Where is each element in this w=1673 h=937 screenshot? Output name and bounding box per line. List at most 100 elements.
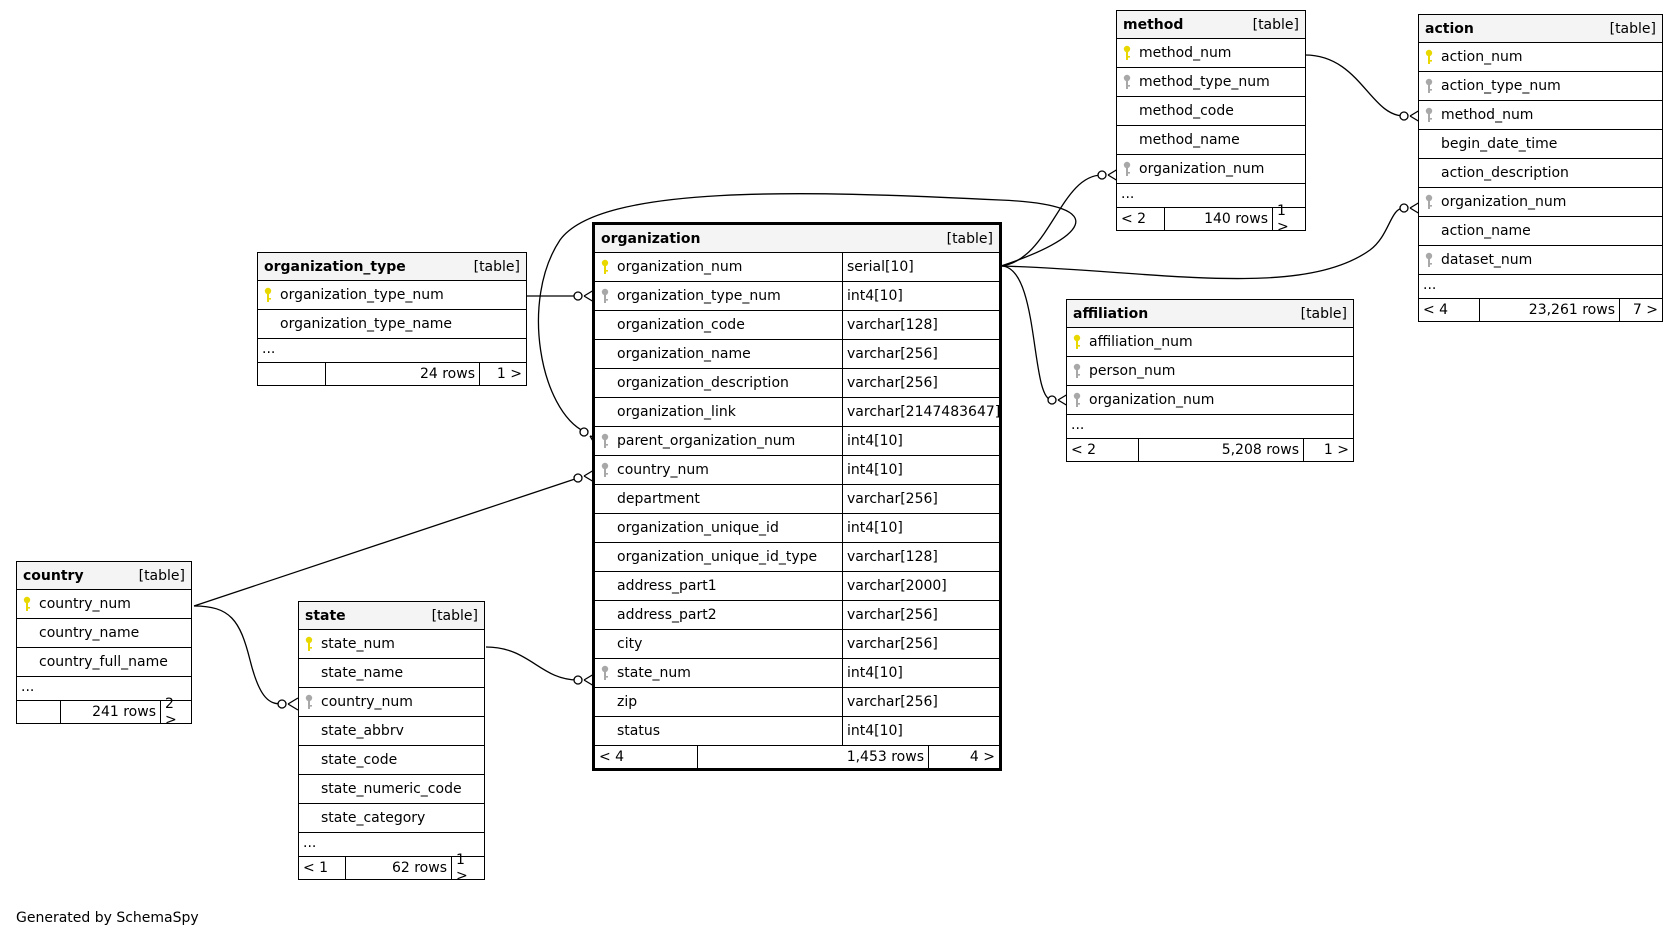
primary-key-icon	[1067, 334, 1087, 350]
column-name: country_num	[615, 456, 843, 484]
column-name: state_numeric_code	[321, 781, 462, 797]
column-row[interactable]: country_name	[17, 619, 191, 648]
column-row[interactable]: state_num	[299, 630, 484, 659]
parent-count-link[interactable]: < 2	[1117, 208, 1165, 230]
table-tag: [table]	[1300, 305, 1347, 322]
child-count-link[interactable]: 1 >	[496, 366, 522, 382]
parent-count-link[interactable]: < 1	[299, 857, 346, 879]
column-name: action_type_num	[1441, 78, 1561, 94]
table-header[interactable]: affiliation [table]	[1067, 300, 1353, 328]
table-name: affiliation	[1073, 305, 1149, 322]
table-header[interactable]: action[table]	[1419, 15, 1662, 43]
column-type: varchar[2000]	[847, 578, 947, 594]
child-count-link[interactable]: 1 >	[456, 852, 468, 884]
table-header[interactable]: method[table]	[1117, 11, 1305, 39]
parent-count-link[interactable]	[258, 363, 326, 385]
row-count: 62 rows	[346, 857, 452, 879]
column-row[interactable]: organization_num	[1419, 188, 1662, 217]
column-row[interactable]: action_name	[1419, 217, 1662, 246]
table-header[interactable]: country[table]	[17, 562, 191, 590]
column-name: organization_type_name	[280, 316, 453, 332]
column-name: organization_code	[615, 311, 843, 339]
column-name: zip	[615, 688, 843, 716]
column-row[interactable]: country_num	[17, 590, 191, 619]
parent-count-link[interactable]	[17, 701, 61, 723]
table-organization-type[interactable]: organization_type[table]organization_typ…	[257, 252, 527, 386]
table-affiliation[interactable]: affiliation [table] affiliation_num person_…	[1066, 299, 1354, 462]
column-row[interactable]: organization_type_num	[258, 281, 526, 310]
child-count-link[interactable]: 2 >	[165, 696, 177, 728]
parent-count-link[interactable]: < 4	[1419, 299, 1480, 321]
column-row[interactable]: state_abbrv	[299, 717, 484, 746]
column-row[interactable]: state_code	[299, 746, 484, 775]
column-row[interactable]: organization_type_name	[258, 310, 526, 339]
foreign-key-icon	[1117, 74, 1137, 90]
column-name: city	[615, 630, 843, 658]
column-row[interactable]: person_num	[1067, 357, 1353, 386]
foreign-key-icon	[1419, 78, 1439, 94]
column-name: action_name	[1441, 223, 1531, 239]
child-count-link[interactable]: 1 >	[1277, 203, 1289, 235]
column-row[interactable]: action_type_num	[1419, 72, 1662, 101]
column-name: state_name	[321, 665, 404, 681]
child-count-link[interactable]: 7 >	[1632, 302, 1658, 318]
column-row[interactable]: action_num	[1419, 43, 1662, 72]
table-name: state	[305, 607, 346, 624]
column-name: person_num	[1089, 363, 1176, 379]
column-row[interactable]: organization_num	[1067, 386, 1353, 415]
table-tag: [table]	[473, 258, 520, 275]
table-tag: [table]	[138, 567, 185, 584]
column-row[interactable]: country_num	[299, 688, 484, 717]
parent-count-link[interactable]: < 4	[595, 746, 698, 768]
parent-count-link[interactable]: < 2	[1067, 439, 1139, 461]
column-row[interactable]: state_name	[299, 659, 484, 688]
foreign-key-icon	[595, 462, 615, 478]
column-row[interactable]: country_full_name	[17, 648, 191, 677]
rel-org-parent	[537, 193, 1077, 433]
child-count-link[interactable]: 4 >	[969, 749, 995, 765]
column-name: organization_name	[615, 340, 843, 368]
column-row[interactable]: dataset_num	[1419, 246, 1662, 275]
foreign-key-icon	[595, 433, 615, 449]
column-row[interactable]: state_category	[299, 804, 484, 833]
column-row[interactable]: method_code	[1117, 97, 1305, 126]
column-type: int4[10]	[847, 665, 903, 681]
column-row[interactable]: organization_num	[1117, 155, 1305, 184]
column-row[interactable]: method_name	[1117, 126, 1305, 155]
column-row[interactable]: method_num	[1117, 39, 1305, 68]
column-row[interactable]: method_num	[1419, 101, 1662, 130]
table-state[interactable]: state[table]state_num state_name country_n…	[298, 601, 485, 884]
column-row[interactable]: method_type_num	[1117, 68, 1305, 97]
column-row[interactable]: affiliation_num	[1067, 328, 1353, 357]
table-header[interactable]: organization_type[table]	[258, 253, 526, 281]
column-row[interactable]: begin_date_time	[1419, 130, 1662, 159]
child-count-link[interactable]: 1 >	[1323, 442, 1349, 458]
column-row[interactable]: action_description	[1419, 159, 1662, 188]
table-header[interactable]: organization[table]	[595, 225, 999, 253]
column-row[interactable]: state_numeric_code	[299, 775, 484, 804]
table-header[interactable]: state[table]	[299, 602, 484, 630]
